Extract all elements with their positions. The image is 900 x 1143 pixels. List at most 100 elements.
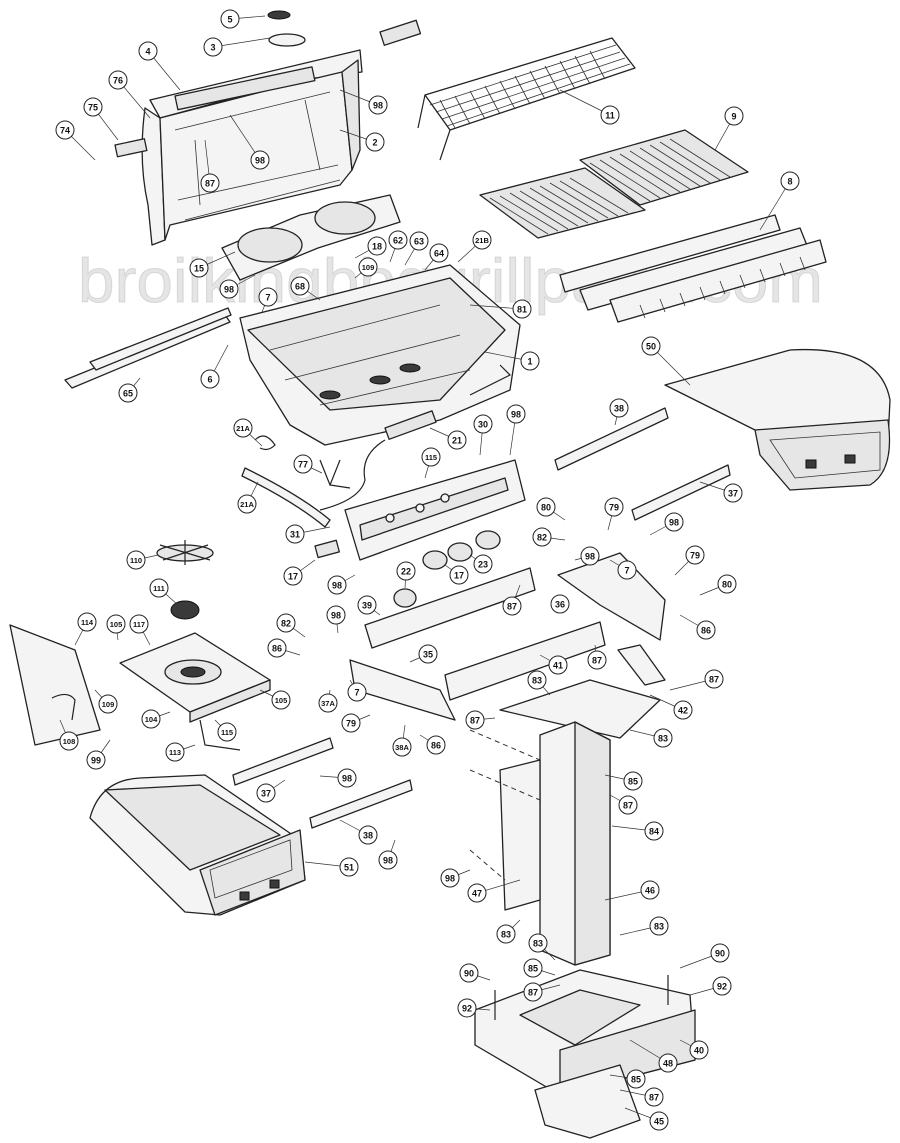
callout-circle [640,880,660,900]
callout-39: 39 [357,595,381,616]
callout-circle [600,105,620,125]
callout-number: 98 [445,874,455,884]
part-cooking-grid-left [479,167,646,239]
callout-leader-line [759,180,791,231]
callout-40: 40 [679,1039,709,1060]
callout-82: 82 [532,527,566,547]
callout-circle [149,578,169,598]
callout-number: 18 [372,242,382,252]
callout-circle [704,669,724,689]
callout-number: 39 [362,601,372,611]
callout-23: 23 [469,554,493,574]
part-thermometer-bezel [268,33,306,47]
callout-number: 80 [722,580,732,590]
callout-number: 79 [690,551,700,561]
part-rail-38-left [309,779,413,829]
callout-83: 83 [527,670,551,696]
callout-21B: 21B [457,230,492,263]
callout-30: 30 [473,414,493,456]
callout-number: 5 [227,15,232,25]
callout-number: 15 [194,264,204,274]
callout-number: 83 [532,676,542,686]
callout-circle [457,998,477,1018]
callout-number: 92 [462,1004,472,1014]
callout-number: 42 [678,706,688,716]
callout-77: 77 [293,454,323,474]
callout-circle [327,575,347,595]
callout-number: 115 [221,728,233,737]
callout-85: 85 [523,958,556,978]
callout-36: 36 [550,594,570,614]
callout-circle [250,150,270,170]
callout-86: 86 [267,638,301,658]
callout-circle [106,614,126,634]
callout-87: 87 [609,794,638,815]
callout-number: 85 [528,964,538,974]
callout-number: 82 [537,533,547,543]
callout-circle [465,710,485,730]
callout-circle [200,369,220,389]
part-control-knobs [422,530,501,570]
callout-35: 35 [409,644,438,664]
part-thermometer-knob [267,10,291,20]
callout-number: 21A [240,500,254,509]
part-side-burner [170,600,200,620]
callout-number: 38 [363,831,373,841]
callout-90: 90 [459,963,491,983]
part-igniter-module [379,19,422,46]
callout-circle [409,231,429,251]
callout-circle [506,404,526,424]
callout-number: 98 [373,101,383,111]
callout-number: 110 [130,556,142,565]
callout-8: 8 [759,171,800,231]
callout-115: 115 [214,719,237,742]
callout-circle [77,612,97,632]
callout-circle [219,279,239,299]
callout-98: 98 [327,574,356,595]
callout-circle [617,560,637,580]
callout-18: 18 [354,236,387,259]
callout-111: 111 [149,578,179,606]
callout-circle [710,943,730,963]
callout-98: 98 [506,404,526,456]
callout-number: 99 [91,756,101,766]
callout-circle [587,650,607,670]
callout-number: 35 [423,650,433,660]
part-side-burner-pan [119,632,271,723]
callout-circle [653,728,673,748]
callout-number: 109 [102,700,115,709]
callout-87: 87 [523,982,561,1002]
callout-105: 105 [106,614,126,641]
callout-circle [388,230,408,250]
callout-number: 6 [207,375,212,385]
callout-113: 113 [165,742,196,762]
callout-circle [108,70,128,90]
callout-number: 98 [383,856,393,866]
callout-76: 76 [108,70,151,119]
callout-83: 83 [619,916,669,936]
callout-circle [528,933,548,953]
callout-number: 22 [401,567,411,577]
callout-circle [258,287,278,307]
callout-number: 48 [663,1059,673,1069]
callout-number: 79 [609,503,619,513]
callout-number: 65 [123,389,133,399]
callout-circle [358,257,378,277]
part-warming-rack [417,37,636,161]
callout-circle [685,545,705,565]
callout-number: 46 [645,886,655,896]
callout-leader-line [212,37,271,48]
part-left-side-shelf [89,774,306,916]
callout-number: 74 [60,126,70,136]
callout-number: 108 [63,737,76,746]
part-gas-hose [241,467,331,528]
callout-number: 17 [454,571,464,581]
callout-87: 87 [587,644,607,670]
callout-number: 105 [275,696,288,705]
callout-number: 83 [654,922,664,932]
callout-4: 4 [138,41,181,91]
part-base-bracket [534,1064,641,1139]
callout-number: 83 [533,939,543,949]
callout-number: 79 [346,719,356,729]
